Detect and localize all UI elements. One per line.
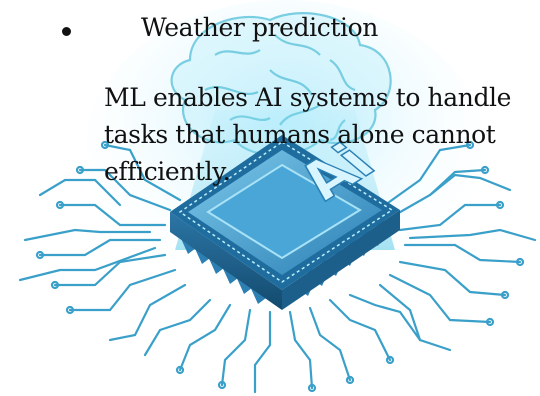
circuit-traces [18,140,537,394]
paragraph-line: efficiently. [104,157,231,186]
ai-chip [170,135,400,310]
bullet-item: Weather prediction [141,13,378,42]
bullet-point-icon [62,27,71,36]
paragraph-line: ML enables AI systems to handle [104,83,512,112]
paragraph-line: tasks that humans alone cannot [104,120,496,149]
